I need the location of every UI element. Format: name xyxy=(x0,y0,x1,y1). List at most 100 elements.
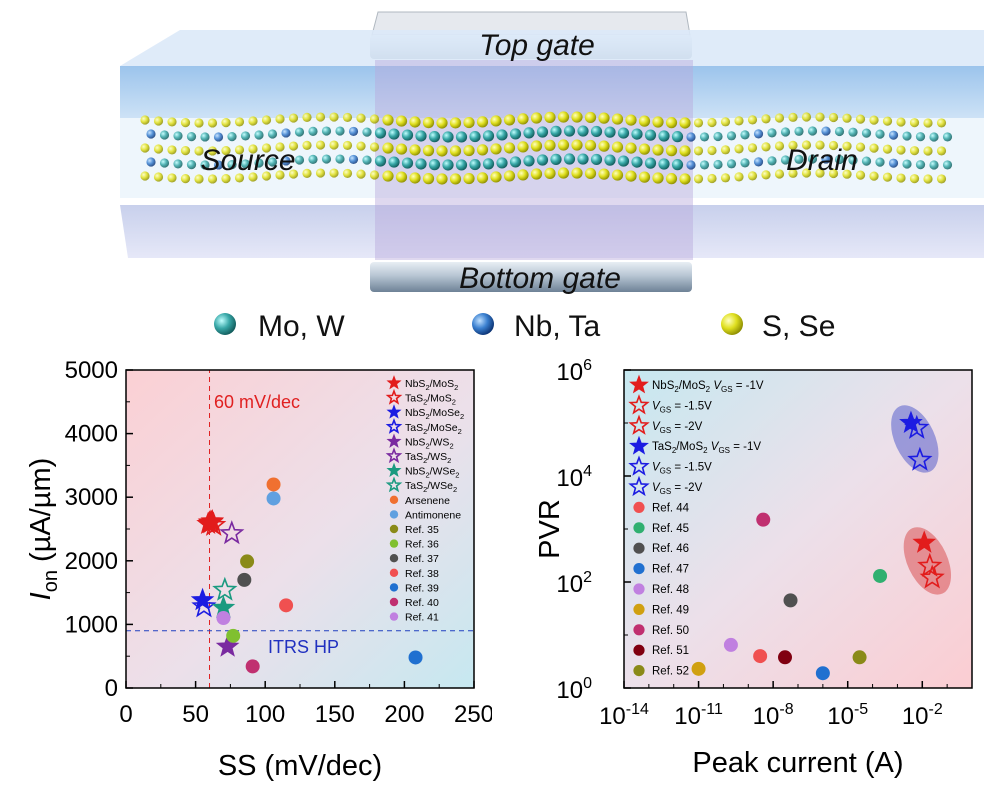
atom xyxy=(342,140,353,151)
atom xyxy=(734,116,744,126)
atom xyxy=(788,112,798,122)
atom xyxy=(590,125,603,138)
atom xyxy=(801,112,812,122)
atom xyxy=(693,146,704,156)
atom xyxy=(929,160,939,170)
atom xyxy=(369,114,380,124)
atom xyxy=(625,142,637,154)
atom xyxy=(611,141,624,153)
atom xyxy=(584,111,597,124)
atom xyxy=(194,174,204,184)
data-point xyxy=(266,477,281,492)
atom xyxy=(902,131,912,141)
atom xyxy=(902,159,912,169)
atom xyxy=(557,111,570,123)
atom xyxy=(409,172,421,184)
atom xyxy=(747,115,758,125)
atom xyxy=(875,129,885,139)
atom xyxy=(734,172,744,182)
legend-label: Arsenene xyxy=(405,495,450,507)
atom xyxy=(923,118,933,128)
atom xyxy=(720,117,731,127)
atom xyxy=(382,142,394,154)
atom xyxy=(780,127,791,137)
atom xyxy=(200,160,210,170)
data-point xyxy=(907,446,933,471)
legend-label: Ref. 37 xyxy=(405,553,439,565)
legend-marker xyxy=(628,394,650,415)
atom xyxy=(598,168,610,180)
atom xyxy=(577,125,589,137)
atom xyxy=(699,132,710,142)
data-point xyxy=(201,511,227,536)
legend-label: VGS = -2V xyxy=(652,482,703,496)
atom xyxy=(707,145,717,156)
atom xyxy=(815,168,825,178)
legend-label: Antimonene xyxy=(405,509,461,521)
legend-marker xyxy=(385,418,403,434)
atom xyxy=(617,155,630,167)
atom xyxy=(794,154,804,164)
legend-marker xyxy=(389,495,399,504)
x-tick-label: 50 xyxy=(182,701,209,728)
s-se-label: S, Se xyxy=(762,310,835,343)
atom xyxy=(747,171,758,181)
data-point xyxy=(778,650,793,665)
atom xyxy=(855,170,866,180)
atom xyxy=(248,172,258,182)
atom xyxy=(221,145,231,156)
atom xyxy=(254,158,264,168)
y-tick-label: 104 xyxy=(556,463,592,492)
atom xyxy=(740,130,750,140)
atom xyxy=(395,115,408,127)
atom xyxy=(261,171,272,181)
atom xyxy=(294,155,305,165)
atom xyxy=(571,167,583,179)
atom xyxy=(896,117,906,127)
atom xyxy=(388,128,400,140)
atom xyxy=(929,132,939,142)
atom xyxy=(374,127,387,139)
atom xyxy=(638,143,651,155)
y-tick-label: 106 xyxy=(556,357,592,386)
atom xyxy=(536,154,549,166)
atom xyxy=(658,158,670,170)
atom xyxy=(180,146,191,156)
legend-label: Ref. 50 xyxy=(652,625,689,637)
atom xyxy=(463,116,475,129)
y-tick-label: 102 xyxy=(556,569,592,598)
y-tick-label: 1000 xyxy=(65,611,118,638)
nb-ta-label: Nb, Ta xyxy=(514,310,600,343)
atom xyxy=(240,159,251,169)
legend-marker xyxy=(633,563,645,575)
bottom-gate-label: Bottom gate xyxy=(459,262,621,295)
legend-marker xyxy=(389,554,399,563)
atom xyxy=(186,160,197,170)
atom xyxy=(463,172,475,185)
atom xyxy=(544,167,556,179)
legend-marker xyxy=(386,375,402,390)
legend-marker xyxy=(389,583,399,592)
atom xyxy=(409,116,421,128)
atom xyxy=(442,159,454,171)
atom xyxy=(909,174,920,184)
legend-marker xyxy=(389,510,399,519)
atom xyxy=(469,130,481,143)
x-tick-label: 10-2 xyxy=(902,701,943,730)
atom xyxy=(815,140,825,150)
atom xyxy=(665,145,678,157)
legend-marker xyxy=(628,414,650,435)
atom xyxy=(734,144,744,154)
legend-label: Ref. 48 xyxy=(652,584,689,596)
atom xyxy=(329,140,339,150)
legend-label: NbS2/WSe2 xyxy=(405,466,459,480)
atom xyxy=(517,141,529,153)
data-point xyxy=(904,414,930,439)
legend-marker xyxy=(633,603,645,615)
atom xyxy=(679,173,691,185)
legend-label: NbS2/WS2 xyxy=(405,436,454,450)
atom xyxy=(200,132,210,142)
atom xyxy=(888,158,899,168)
atom xyxy=(828,168,839,179)
atom xyxy=(861,128,872,138)
